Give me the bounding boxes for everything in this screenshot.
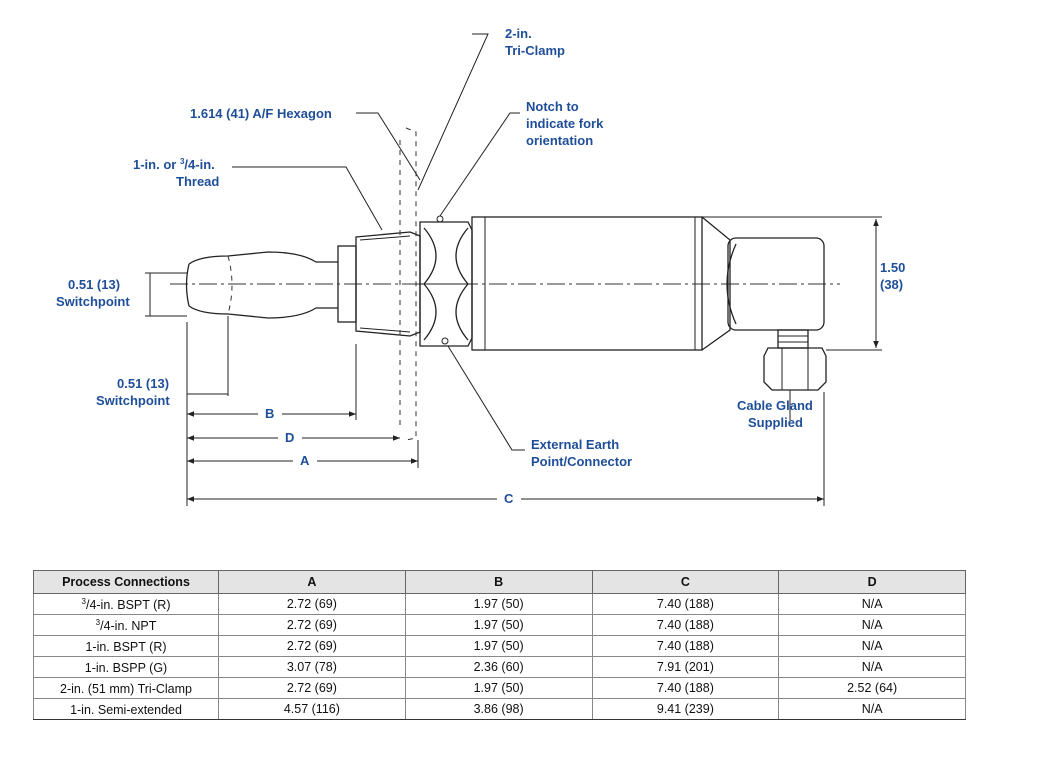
header-d: D [778,570,966,594]
thread-label: 1-in. or 3/4-in. [133,157,215,172]
cell-d: N/A [778,698,966,720]
thread-label-2: Thread [176,174,219,189]
dim-a-label: A [300,453,310,468]
cell-a: 4.57 (116) [218,698,406,720]
header-process-connections: Process Connections [33,570,219,594]
dimensions-table: Process Connections A B C D 3/4-in. BSPT… [33,570,966,720]
fork-tines [185,251,338,319]
cell-connection: 1-in. BSPP (G) [33,656,219,678]
cell-c: 9.41 (239) [591,698,780,720]
cell-d: N/A [778,593,966,615]
cell-c: 7.40 (188) [591,593,780,615]
cell-connection-text: 1-in. Semi-extended [70,702,182,717]
cell-c: 7.40 (188) [591,635,780,657]
cell-b: 1.97 (50) [404,677,593,699]
switchpoint-value: 0.51 (13) [68,277,120,292]
cell-connection-sup: 3 [95,617,101,627]
cell-b: 1.97 (50) [404,593,593,615]
cell-connection-text: /4-in. NPT [100,618,157,633]
header-a: A [218,570,406,594]
cell-d: N/A [778,614,966,636]
cell-d: 2.52 (64) [778,677,966,699]
table-row: 3/4-in. BSPT (R) 2.72 (69) 1.97 (50) 7.4… [33,593,966,615]
notch-label-2: indicate fork [526,116,604,131]
earth-point [441,337,449,345]
cable-gland-label: Cable Gland [737,398,813,413]
cell-connection: 2-in. (51 mm) Tri-Clamp [33,677,219,699]
cell-a: 2.72 (69) [218,614,406,636]
table-header-row: Process Connections A B C D [33,570,966,594]
table-row: 1-in. BSPP (G) 3.07 (78) 2.36 (60) 7.91 … [33,656,966,678]
cell-connection-text: /4-in. BSPT (R) [85,597,171,612]
dim-c-label: C [504,491,514,506]
cell-connection: 3/4-in. BSPT (R) [33,593,219,615]
dim-b-label: B [265,406,274,421]
thread-label-post: /4-in. [184,157,214,172]
header-c: C [591,570,780,594]
cell-connection-text: 1-in. BSPP (G) [84,660,168,675]
cell-connection-sup: 3 [81,596,86,606]
table-row: 1-in. BSPT (R) 2.72 (69) 1.97 (50) 7.40 … [33,635,966,657]
cable-gland [763,329,827,391]
cell-c: 7.40 (188) [591,677,780,699]
cell-d: N/A [778,656,966,678]
cell-a: 3.07 (78) [218,656,406,678]
tri-clamp-outline [399,127,417,441]
connector-head [726,237,825,331]
tri-clamp-label-2: Tri-Clamp [505,43,565,58]
cell-connection: 1-in. BSPT (R) [33,635,219,657]
earth-label-2: Point/Connector [531,454,632,469]
notch-label-3: orientation [526,133,593,148]
table-row: 3/4-in. NPT 2.72 (69) 1.97 (50) 7.40 (18… [33,614,966,636]
cell-b: 1.97 (50) [404,614,593,636]
cell-connection: 1-in. Semi-extended [33,698,219,720]
earth-label-1: External Earth [531,437,619,452]
cell-b: 1.97 (50) [404,635,593,657]
switchpoint-label: Switchpoint [56,294,130,309]
hexagon [419,221,473,347]
notch-mark [436,215,444,223]
cell-c: 7.40 (188) [591,614,780,636]
cell-c: 7.91 (201) [591,656,780,678]
table-row: 2-in. (51 mm) Tri-Clamp 2.72 (69) 1.97 (… [33,677,966,699]
thread-label-sup: 3 [180,157,185,166]
housing [471,216,731,351]
thread-label-pre: 1-in. or [133,157,180,172]
cell-a: 2.72 (69) [218,677,406,699]
table-row: 1-in. Semi-extended 4.57 (116) 3.86 (98)… [33,698,966,720]
thread-body [337,231,421,337]
tri-clamp-label: 2-in. [505,26,532,41]
dimension-drawing: 2-in. Tri-Clamp 1.614 (41) A/F Hexagon N… [56,26,905,506]
switchpoint2-value: 0.51 (13) [117,376,169,391]
cell-connection-text: 1-in. BSPT (R) [85,639,167,654]
notch-label-1: Notch to [526,99,579,114]
dim-d-label: D [285,430,294,445]
cell-connection: 3/4-in. NPT [33,614,219,636]
cell-connection-text: 2-in. (51 mm) Tri-Clamp [60,681,192,696]
cell-d: N/A [778,635,966,657]
height-mm: (38) [880,277,903,292]
hexagon-label: 1.614 (41) A/F Hexagon [190,106,332,121]
cable-gland-label-2: Supplied [748,415,803,430]
cell-a: 2.72 (69) [218,635,406,657]
height-value: 1.50 [880,260,905,275]
header-b: B [404,570,593,594]
switchpoint2-label: Switchpoint [96,393,170,408]
cell-b: 3.86 (98) [404,698,593,720]
cell-a: 2.72 (69) [218,593,406,615]
cell-b: 2.36 (60) [404,656,593,678]
